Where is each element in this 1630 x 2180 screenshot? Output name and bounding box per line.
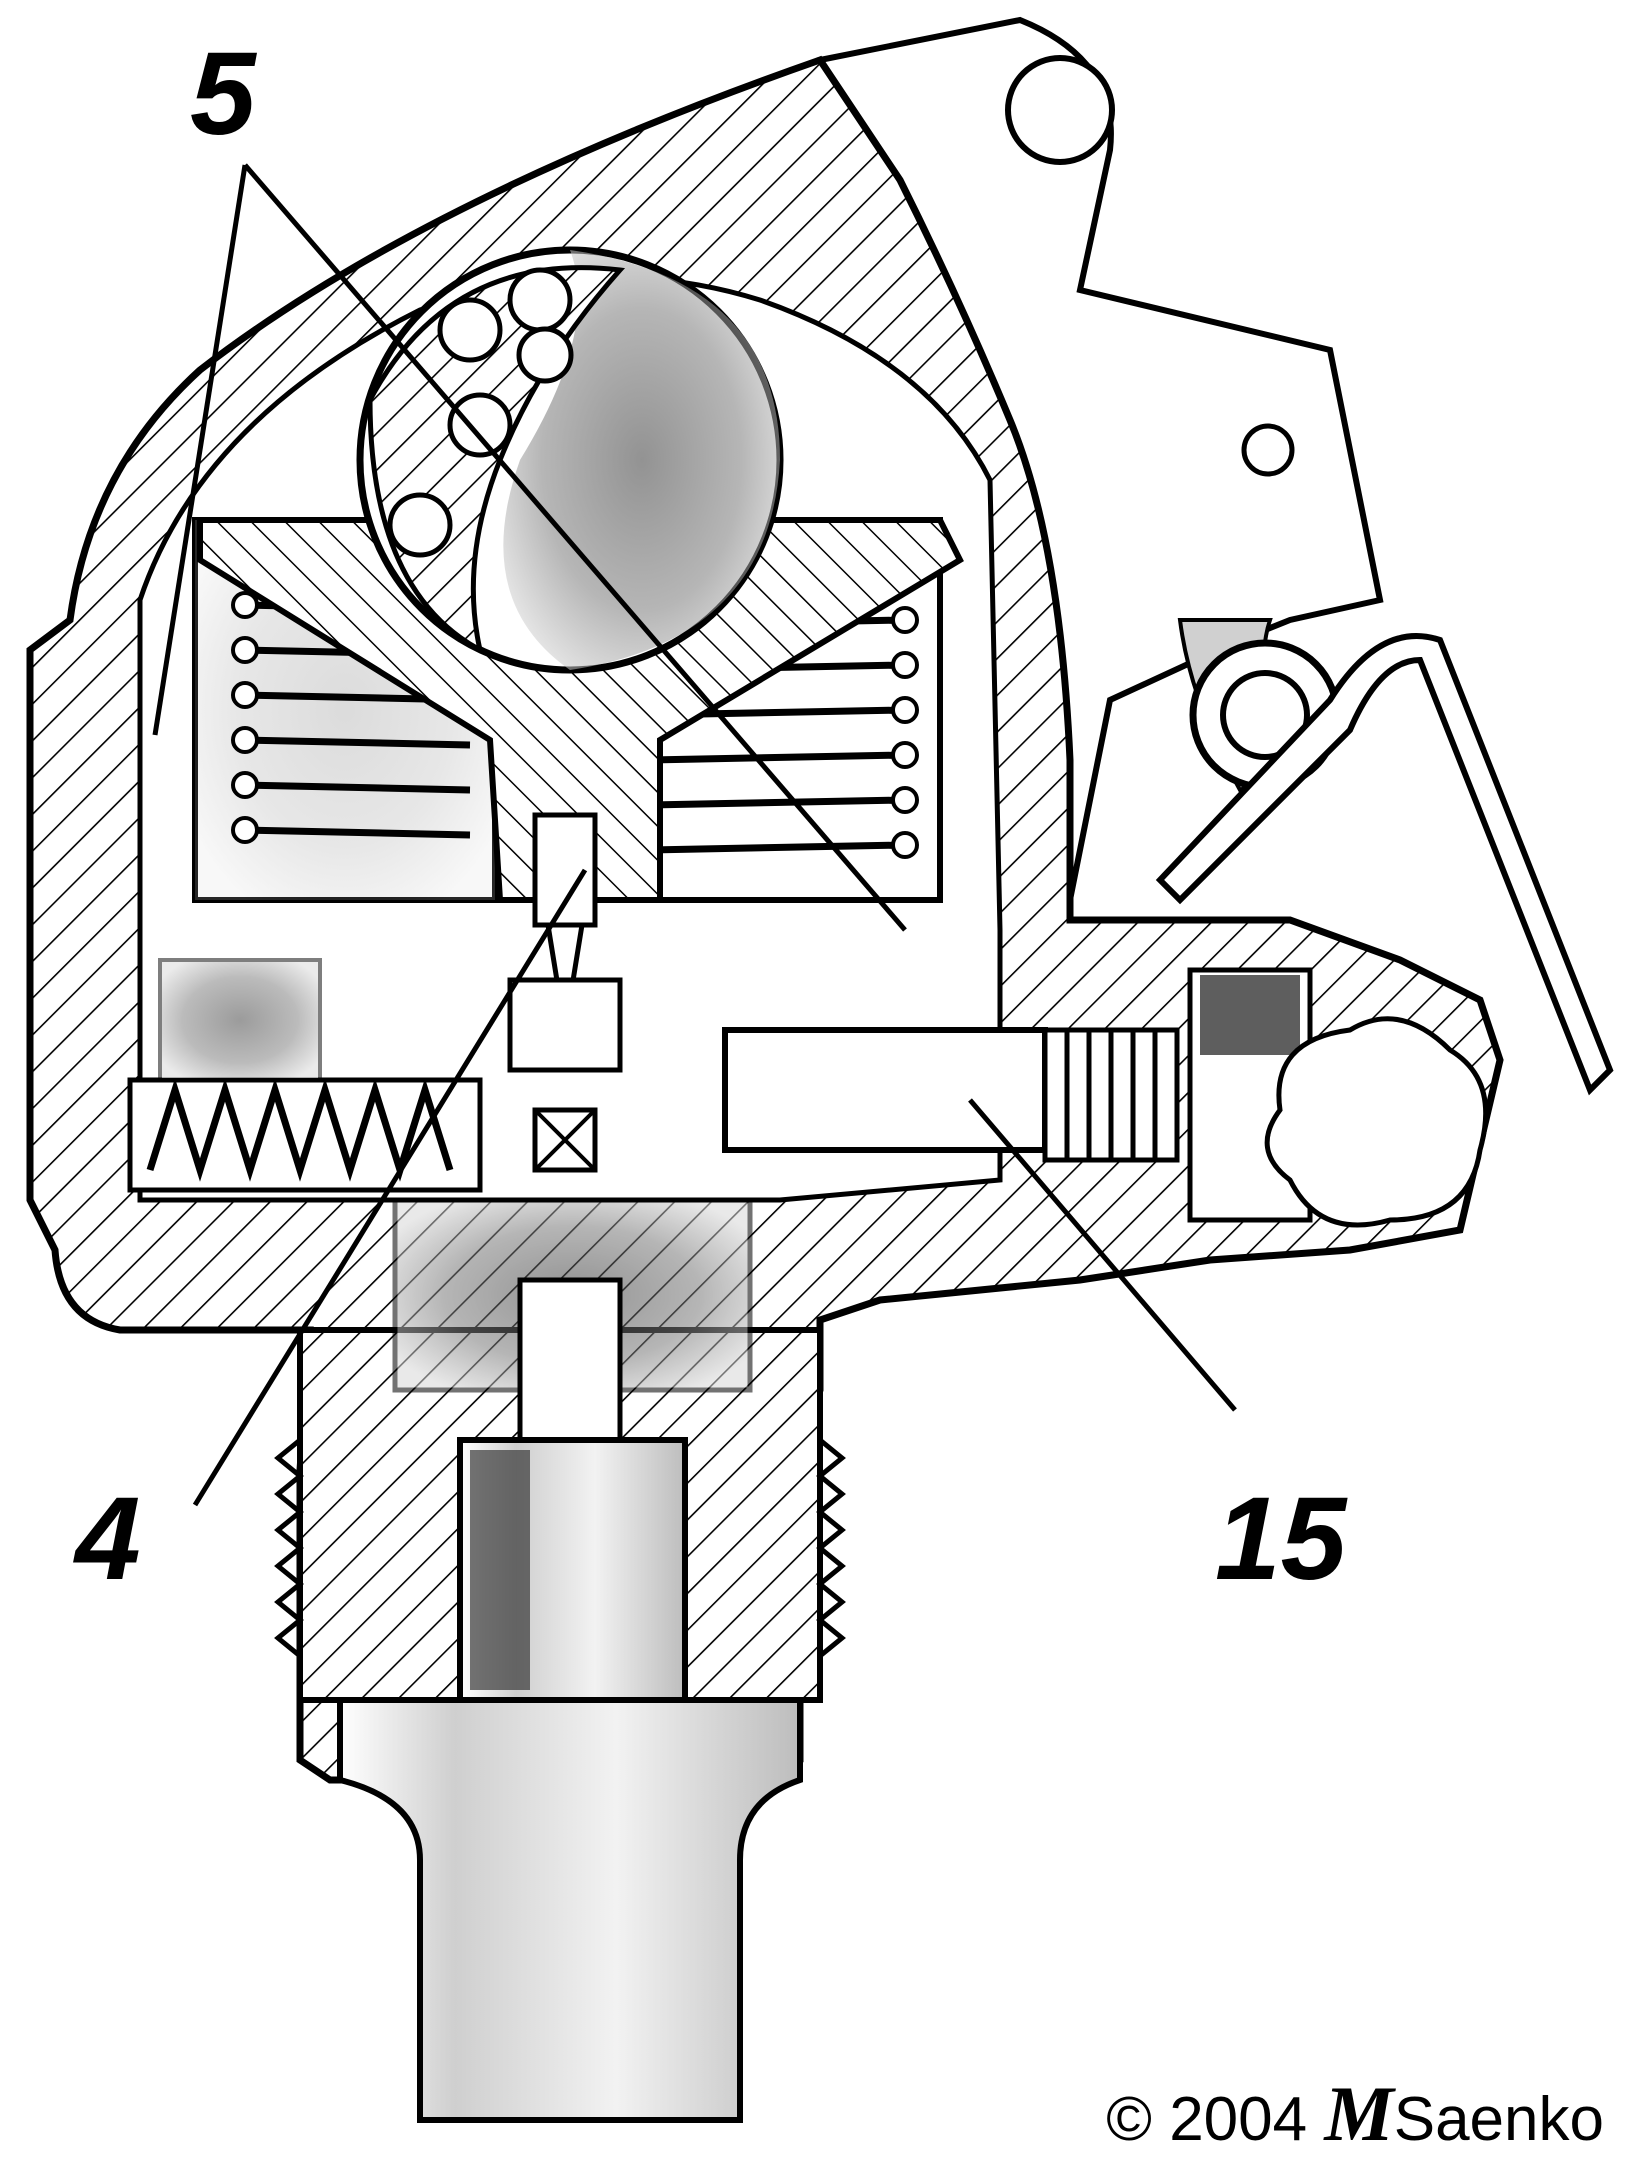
adjusting-screw [722, 967, 1489, 1228]
ball-bearings [387, 267, 574, 558]
leader-lines [152, 163, 1237, 1507]
copyright-prefix: © 2004 [1106, 2085, 1308, 2154]
author-surname: Saenko [1393, 2085, 1604, 2154]
leader-5b [243, 163, 907, 932]
callout-4: 4 [75, 1473, 141, 1605]
leader-4 [192, 868, 588, 1507]
wire-spring [1155, 633, 1614, 1096]
copyright-credit: © 2004 MSaenko [1106, 2075, 1604, 2153]
leader-15 [968, 1098, 1237, 1412]
stem [337, 1697, 803, 2123]
lower-spring [127, 958, 483, 1193]
central-piston [197, 517, 964, 903]
author-initial: M [1324, 2070, 1394, 2157]
callout-5: 5 [190, 28, 256, 160]
callout-15: 15 [1215, 1473, 1347, 1605]
threaded-neck [274, 1197, 846, 1703]
leader-5a [152, 164, 248, 736]
cam-drum [356, 246, 784, 674]
